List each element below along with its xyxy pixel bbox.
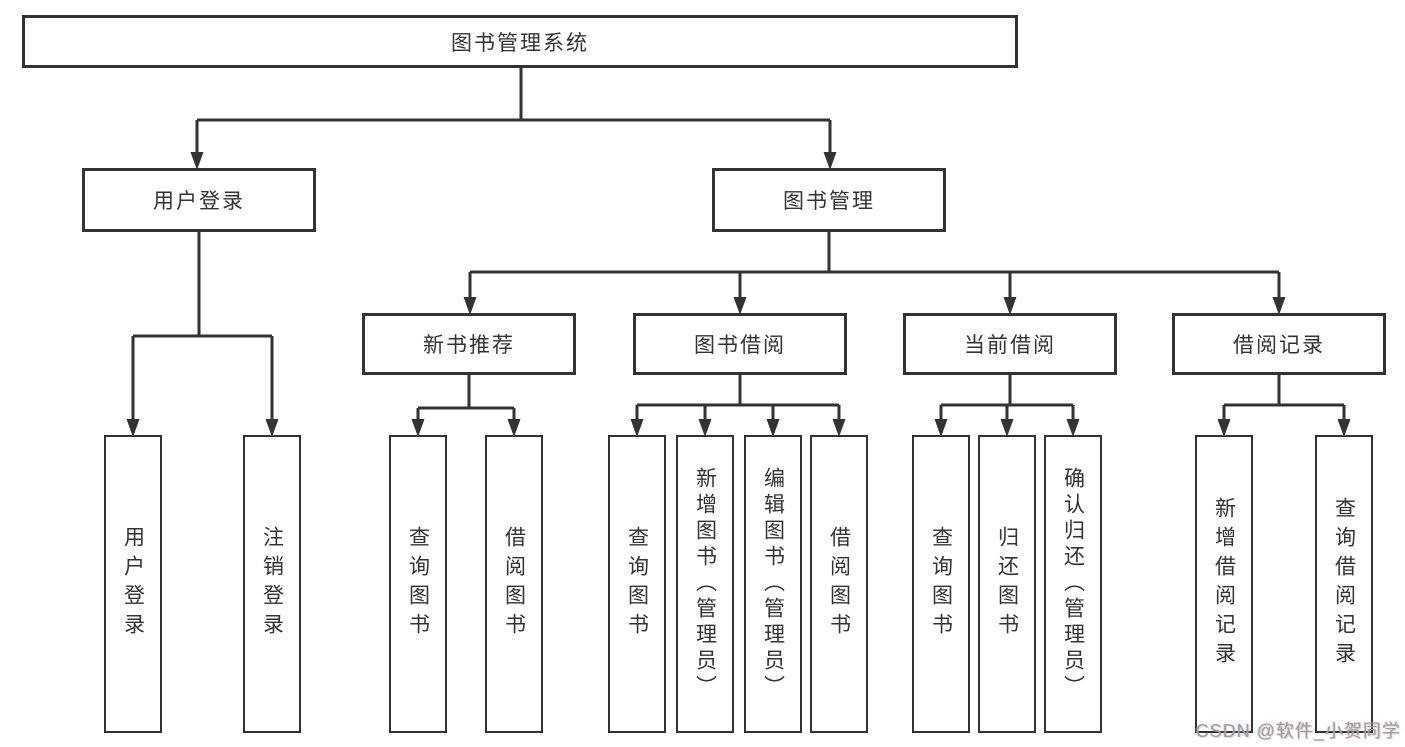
node-login-user-login: 用户登录 — [104, 435, 162, 733]
node-record-add-record-label: 新增借阅记录 — [1212, 497, 1236, 671]
node-current-return-book-label: 归还图书 — [995, 526, 1019, 642]
node-borrow-add-book: 新增图书（管理员） — [676, 435, 734, 733]
node-recommend-borrow-book: 借阅图书 — [485, 435, 543, 733]
node-root-label: 图书管理系统 — [451, 31, 589, 55]
node-record-query-record: 查询借阅记录 — [1315, 435, 1373, 733]
node-borrow-query-book: 查询图书 — [608, 435, 666, 733]
node-login-user-login-label: 用户登录 — [121, 526, 145, 642]
node-borrow-query-book-label: 查询图书 — [625, 526, 649, 642]
watermark: CSDN @软件_小贺同学 — [1195, 721, 1401, 741]
node-current-return-book: 归还图书 — [978, 435, 1036, 733]
node-book-borrow: 图书借阅 — [633, 313, 847, 375]
node-root: 图书管理系统 — [22, 15, 1018, 68]
node-new-book-recommend-label: 新书推荐 — [423, 334, 515, 357]
node-recommend-query-book: 查询图书 — [389, 435, 447, 733]
node-user-login: 用户登录 — [82, 168, 316, 232]
node-current-confirm-return-label: 确认归还（管理员） — [1061, 467, 1085, 701]
node-login-logout-label: 注销登录 — [260, 526, 284, 642]
node-borrow-borrow-book-label: 借阅图书 — [827, 526, 851, 642]
node-record-add-record: 新增借阅记录 — [1195, 435, 1253, 733]
node-borrow-record: 借阅记录 — [1172, 313, 1386, 375]
node-current-query-book-label: 查询图书 — [929, 526, 953, 642]
node-borrow-borrow-book: 借阅图书 — [810, 435, 868, 733]
node-user-login-label: 用户登录 — [153, 190, 245, 213]
node-book-management-label: 图书管理 — [783, 190, 875, 213]
node-recommend-borrow-book-label: 借阅图书 — [502, 526, 526, 642]
node-current-borrow: 当前借阅 — [903, 313, 1117, 375]
node-new-book-recommend: 新书推荐 — [362, 313, 576, 375]
node-borrow-edit-book-label: 编辑图书（管理员） — [761, 467, 785, 701]
node-book-borrow-label: 图书借阅 — [694, 334, 786, 357]
node-borrow-add-book-label: 新增图书（管理员） — [693, 467, 717, 701]
node-borrow-record-label: 借阅记录 — [1233, 334, 1325, 357]
node-record-query-record-label: 查询借阅记录 — [1332, 497, 1356, 671]
node-current-confirm-return: 确认归还（管理员） — [1044, 435, 1102, 733]
node-book-management: 图书管理 — [712, 168, 946, 232]
node-borrow-edit-book: 编辑图书（管理员） — [744, 435, 802, 733]
node-current-borrow-label: 当前借阅 — [964, 334, 1056, 357]
node-recommend-query-book-label: 查询图书 — [406, 526, 430, 642]
node-login-logout: 注销登录 — [243, 435, 301, 733]
node-current-query-book: 查询图书 — [912, 435, 970, 733]
